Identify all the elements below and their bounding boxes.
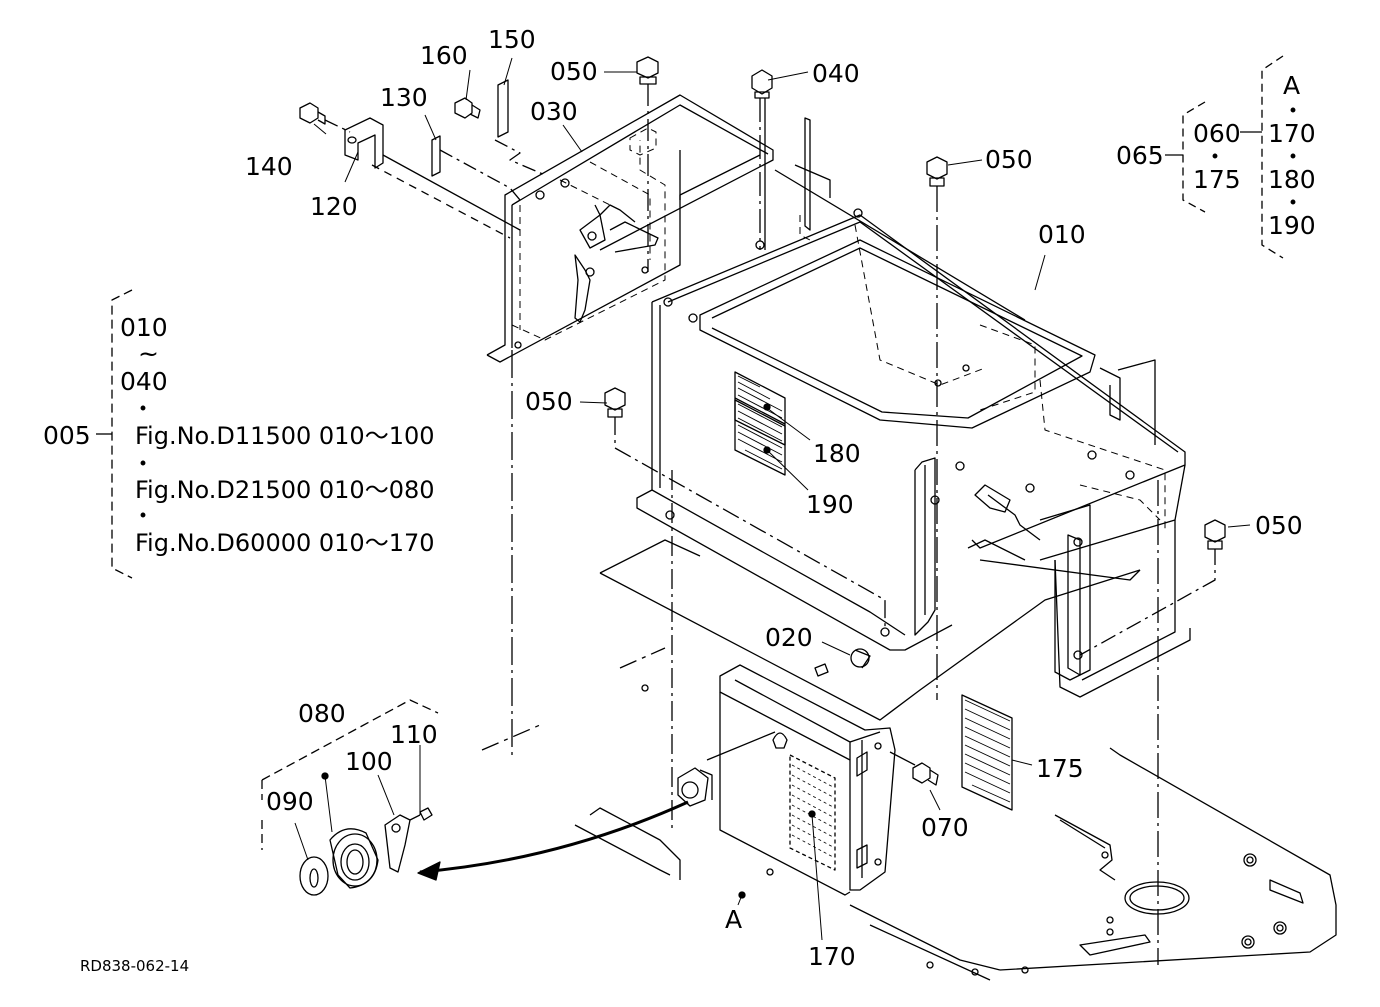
label-080: 080	[298, 699, 346, 728]
label-040: 040	[812, 59, 860, 88]
group-bracket-065	[1165, 55, 1296, 259]
bolt-050-left	[604, 387, 886, 830]
group065-A: A	[1283, 71, 1300, 100]
side-panel-175	[961, 694, 1013, 811]
group005-ref-1: Fig.No.D11500 010～100	[135, 422, 435, 450]
label-175: 175	[1036, 754, 1084, 783]
leader-lines	[294, 57, 1251, 941]
label-065: 065	[1116, 141, 1164, 170]
group065-190: 190	[1268, 211, 1316, 240]
plate-150	[494, 79, 546, 176]
label-150: 150	[488, 25, 536, 54]
label-030: 030	[530, 97, 578, 126]
label-050-top: 050	[550, 57, 598, 86]
part-labels: 160 150 050 040 130 030 140 120 050 010 …	[43, 25, 1316, 975]
label-110: 110	[390, 720, 438, 749]
label-120: 120	[310, 192, 358, 221]
bolt-040	[679, 69, 773, 250]
label-190: 190	[806, 490, 854, 519]
bolt-140	[299, 102, 351, 133]
label-180: 180	[813, 439, 861, 468]
bolt-050-right	[926, 156, 948, 700]
label-090: 090	[266, 787, 314, 816]
label-130: 130	[380, 83, 428, 112]
label-140: 140	[245, 152, 293, 181]
label-050-right: 050	[985, 145, 1033, 174]
label-A: A	[725, 905, 742, 934]
drawing-code: RD838-062-14	[80, 957, 189, 975]
label-050-lower-right: 050	[1255, 511, 1303, 540]
label-100: 100	[345, 747, 393, 776]
group065-175: 175	[1193, 165, 1241, 194]
group-bracket-005	[96, 289, 146, 579]
bolt-160	[454, 97, 481, 119]
group065-180: 180	[1268, 165, 1316, 194]
battery-box-010	[599, 117, 1191, 721]
bracket-120	[344, 117, 521, 239]
base-frame	[481, 647, 1337, 981]
label-005: 005	[43, 421, 91, 450]
group005-ref-2: Fig.No.D21500 010～080	[135, 476, 435, 504]
group005-first: 010	[120, 313, 168, 342]
group005-tilde: ~	[138, 339, 159, 368]
front-cover	[677, 664, 896, 896]
label-160: 160	[420, 41, 468, 70]
label-020: 020	[765, 623, 813, 652]
label-070: 070	[921, 813, 969, 842]
group065-060: 060	[1193, 119, 1241, 148]
battery-cover-030	[486, 94, 774, 363]
group065-170: 170	[1268, 119, 1316, 148]
label-170: 170	[808, 942, 856, 971]
lock-assembly-080	[299, 807, 433, 896]
cap-020	[814, 648, 871, 677]
label-050-left: 050	[525, 387, 573, 416]
plate-130	[431, 135, 521, 201]
bolt-050-top	[636, 56, 659, 272]
bolt-070	[889, 751, 939, 786]
group005-ref-3: Fig.No.D60000 010～170	[135, 529, 435, 557]
group-bracket-080	[261, 699, 439, 850]
bolt-050-lower-right	[1079, 480, 1226, 965]
label-010: 010	[1038, 220, 1086, 249]
direction-arrow	[419, 800, 689, 874]
group005-last: 040	[120, 367, 168, 396]
